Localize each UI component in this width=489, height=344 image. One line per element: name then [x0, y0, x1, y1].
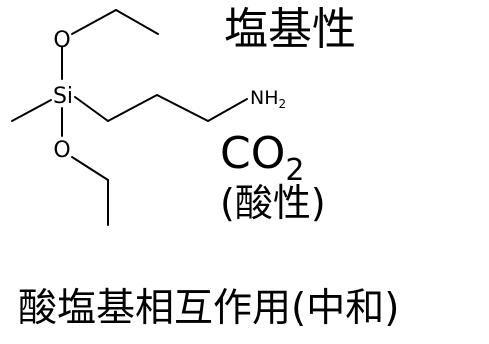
bond-si-propyl [74, 96, 109, 122]
oxygen-bottom-atom: O [53, 138, 70, 163]
co2-main: CO [220, 128, 286, 179]
bond-o-ethyl-bottom [71, 156, 109, 181]
bond-propyl-2 [156, 94, 209, 122]
co2-label: CO2 [220, 128, 305, 188]
amine-nh: NH [250, 87, 279, 109]
oxygen-top-atom: O [53, 28, 70, 53]
bond-ethyl-top-o [71, 9, 117, 35]
basic-label: 塩基性 [224, 4, 356, 55]
bond-lines [11, 9, 248, 226]
bond-si-methyl [11, 99, 52, 122]
interaction-caption: 酸塩基相互作用(中和) [18, 286, 400, 331]
bond-propyl-n [207, 98, 248, 122]
amine-subscript: 2 [279, 97, 287, 111]
amine-group: NH2 [250, 87, 286, 111]
bond-ethyl-top-ch3 [115, 9, 159, 35]
acidic-label: (酸性) [220, 181, 326, 225]
silicon-atom: Si [53, 84, 73, 109]
co2-subscript: 2 [285, 153, 305, 188]
bond-propyl-1 [107, 94, 158, 122]
